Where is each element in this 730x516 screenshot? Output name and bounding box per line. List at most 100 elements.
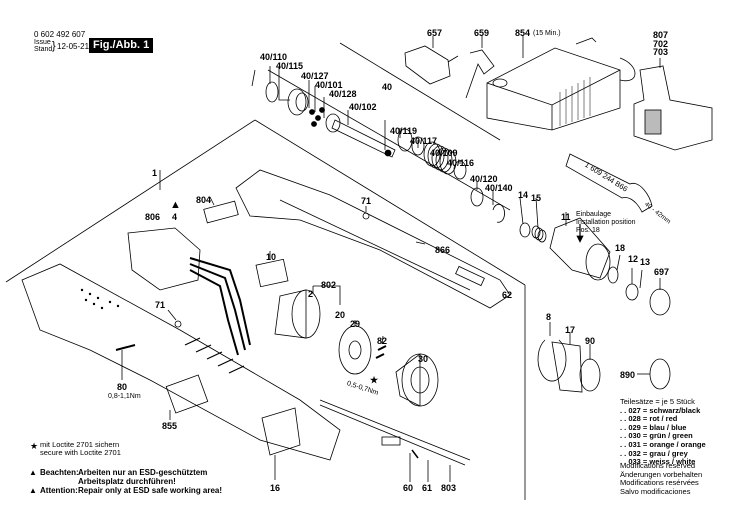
ring-40-117 xyxy=(411,136,425,156)
spring-8 xyxy=(537,339,567,382)
charger-854 xyxy=(486,47,621,131)
handle-housing xyxy=(21,263,341,461)
brace: } xyxy=(52,40,56,52)
charger-cable xyxy=(619,57,636,82)
plate-29 xyxy=(338,325,372,375)
leader xyxy=(278,67,290,101)
leader xyxy=(167,309,177,321)
callout-40-110: 40/110 xyxy=(260,52,288,62)
callout-40-102: 40/102 xyxy=(349,102,377,112)
leader xyxy=(616,254,621,271)
figure-label: Fig./Abb. 1 xyxy=(89,38,154,53)
ring-40-110 xyxy=(265,81,279,103)
callout-8: 8 xyxy=(546,312,552,322)
spring-15 xyxy=(531,225,547,243)
callout-40-117: 40/117 xyxy=(410,136,438,146)
torque-80: 0,8-1,1Nm xyxy=(108,393,141,400)
loctite-star-icon: ★ xyxy=(370,375,379,385)
screw-71 xyxy=(362,212,370,220)
legend-item: . . 028 = rot / red xyxy=(620,414,678,424)
switch-60 xyxy=(381,436,401,446)
ball xyxy=(311,121,317,127)
battery-807 xyxy=(633,65,713,151)
callout-80: 80 xyxy=(117,382,128,392)
plug-657 xyxy=(404,45,451,85)
callout-40-101: 40/101 xyxy=(315,80,343,90)
ring-12-13 xyxy=(625,283,639,301)
callout-2: 2 xyxy=(308,289,314,299)
charger-plug xyxy=(575,37,597,45)
frame-line xyxy=(251,69,256,87)
callout-866: 866 xyxy=(435,245,451,255)
legend-title: Teilesätze = je 5 Stück xyxy=(620,397,695,406)
ball xyxy=(319,107,325,113)
callout-40-128: 40/128 xyxy=(329,89,357,99)
screw-82 xyxy=(375,353,385,359)
callout-90: 90 xyxy=(585,336,596,346)
callout-659: 659 xyxy=(474,28,490,38)
screw-71b xyxy=(174,320,182,328)
housing-edge xyxy=(279,199,471,291)
attention-label: Attention: xyxy=(40,486,78,495)
beachten-text-2: Arbeitsplatz durchführen! xyxy=(78,477,176,486)
esd-warning-triangle-icon: ▲ xyxy=(170,199,181,211)
plate-29-center xyxy=(348,340,362,360)
shaft-end xyxy=(384,149,392,157)
vent-holes xyxy=(80,288,120,310)
callout-60: 60 xyxy=(403,483,414,493)
callout-71-bottom: 71 xyxy=(155,300,166,310)
callout-703: 703 xyxy=(653,47,669,57)
ring-90 xyxy=(579,358,601,392)
callout-807: 807 xyxy=(653,30,669,40)
issue-date: 12-05-21 xyxy=(57,42,90,51)
callout-854-note: (15 Min.) xyxy=(533,30,561,37)
nose-17 xyxy=(551,341,583,393)
callout-40-116: 40/116 xyxy=(447,158,475,168)
circlip-40-140 xyxy=(492,203,505,223)
plug-pin xyxy=(447,55,459,63)
callout-13: 13 xyxy=(640,257,651,267)
stand-label: Stand xyxy=(34,46,53,53)
ring-18 xyxy=(607,266,619,284)
callout-62: 62 xyxy=(502,290,513,300)
star-icon: ★ xyxy=(30,441,39,451)
leader xyxy=(209,196,215,206)
motor-body xyxy=(274,289,307,339)
callout-18: 18 xyxy=(615,243,626,253)
clip-659 xyxy=(465,49,495,99)
leader xyxy=(535,197,539,229)
modifications-es: Salvo modificaciones xyxy=(620,486,691,496)
battery-label xyxy=(644,109,662,135)
callout-702: 702 xyxy=(653,39,669,49)
callout-806: 806 xyxy=(145,212,161,222)
callout-804: 804 xyxy=(196,195,212,205)
frame-line xyxy=(267,69,511,211)
cover-855 xyxy=(165,374,209,414)
callout-657: 657 xyxy=(427,28,443,38)
callout-802: 802 xyxy=(321,280,337,290)
legend-item: . . 031 = orange / orange xyxy=(620,439,706,449)
legend-item: . . 030 = grün / green xyxy=(620,431,693,441)
modifications-fr: Modifications resérvées xyxy=(620,478,699,488)
callout-855: 855 xyxy=(162,421,178,431)
wires xyxy=(189,257,251,356)
beachten-label: Beachten: xyxy=(40,468,79,477)
installation-note-line1: Einbaulage xyxy=(576,211,612,218)
housing-866 xyxy=(235,169,511,309)
callout-11: 11 xyxy=(561,212,571,222)
shaft-40 xyxy=(331,119,396,158)
frame-line xyxy=(5,119,256,283)
part-14 xyxy=(519,222,531,238)
attention-text: Repair only at ESD safe working area! xyxy=(78,486,223,495)
callout-40-140: 40/140 xyxy=(485,183,513,193)
callout-16: 16 xyxy=(270,483,281,493)
housing-11 xyxy=(549,217,611,279)
modifications-notice: Modifications reserved Änderungen vorbeh… xyxy=(620,461,702,496)
washer-40-119 xyxy=(397,128,413,152)
callout-15: 15 xyxy=(531,193,542,203)
installation-note-line3: Pos. 18 xyxy=(576,227,600,234)
boot-40-115 xyxy=(287,88,307,116)
charger-edge xyxy=(486,69,621,106)
callout-40: 40 xyxy=(382,82,393,92)
